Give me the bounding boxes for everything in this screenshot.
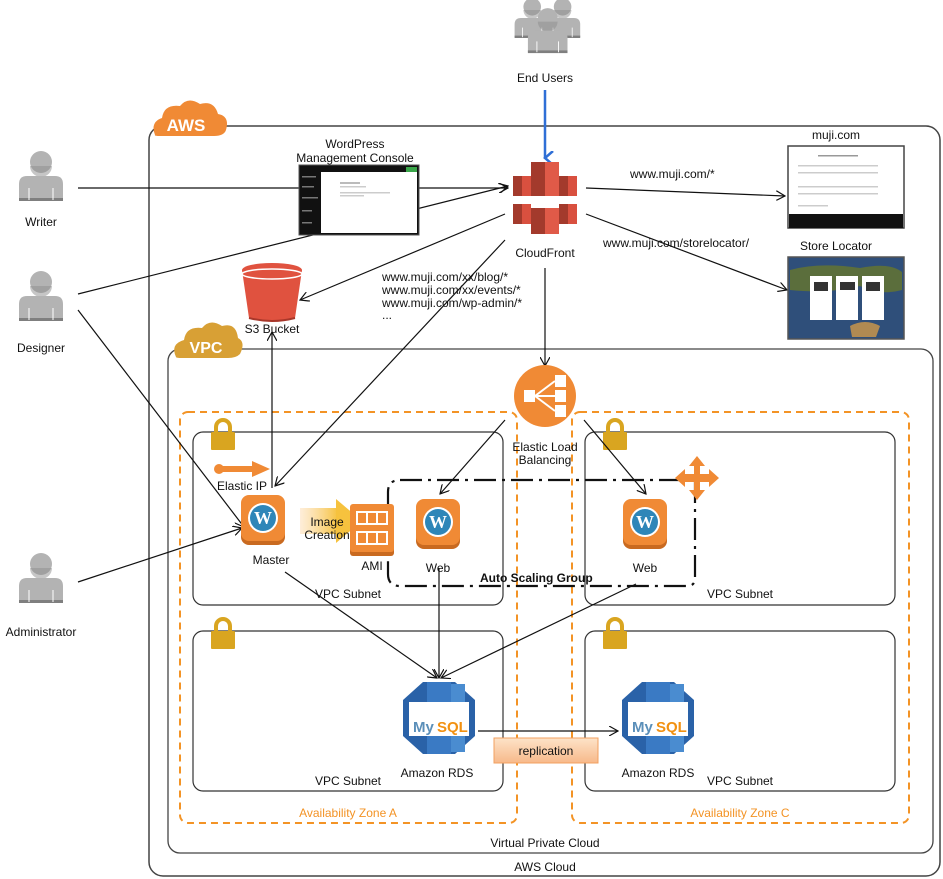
lock-icon — [601, 617, 629, 651]
route-blog: www.muji.com/xx/blog/* — [381, 270, 508, 284]
route-events: www.muji.com/xx/events/* — [381, 283, 521, 297]
wp-console-title-line1: WordPress — [325, 137, 384, 151]
subnet-a-public — [192, 431, 504, 606]
aws-badge-label: AWS — [167, 116, 206, 135]
master-to-rds-line — [284, 571, 437, 678]
subnet-c-private-label: VPC Subnet — [707, 774, 774, 788]
writer-icon — [18, 150, 64, 202]
ami-icon — [350, 504, 394, 556]
ami-label: AMI — [361, 559, 382, 573]
elb-to-web-a-line — [440, 419, 506, 494]
vpc-label: Virtual Private Cloud — [490, 836, 599, 850]
subnet-a-private — [192, 630, 504, 792]
availability-zone-c — [571, 411, 910, 824]
replication-badge — [493, 737, 599, 764]
route-ellipsis: ... — [382, 308, 392, 322]
s3-bucket-label: S3 Bucket — [245, 322, 300, 336]
administrator-icon — [18, 552, 64, 604]
image-creation-arrow — [300, 499, 362, 543]
elb-to-web-c-line — [583, 419, 646, 494]
master-label: Master — [253, 553, 290, 567]
cloudfront-to-master-line — [275, 239, 506, 486]
designer-to-cloudfront-line — [77, 186, 508, 295]
store-locator-title: Store Locator — [800, 239, 872, 253]
web-c-label: Web — [633, 561, 658, 575]
route-root: www.muji.com/* — [629, 167, 715, 181]
vpc-container — [167, 348, 934, 854]
rds-primary-icon: My SQL — [403, 682, 475, 754]
end-users-icon — [514, 0, 581, 54]
vpc-badge-label: VPC — [190, 340, 223, 357]
designer-label: Designer — [17, 341, 65, 355]
route-wpadmin: www.muji.com/wp-admin/* — [381, 296, 522, 310]
image-creation-line2: Creation — [304, 528, 349, 542]
lock-icon — [601, 418, 629, 452]
auto-scaling-icon — [675, 456, 719, 500]
lock-icon — [209, 617, 237, 651]
elb-label-line1: Elastic Load — [512, 440, 577, 454]
web-a-label: Web — [426, 561, 451, 575]
elastic-ip-label: Elastic IP — [217, 479, 267, 493]
cloudfront-to-storelocator-line — [585, 213, 787, 290]
rds-replica-icon: My SQL — [622, 682, 694, 754]
availability-zone-a — [179, 411, 518, 824]
rds-replica-label: Amazon RDS — [622, 766, 695, 780]
subnet-c-public-label: VPC Subnet — [707, 587, 774, 601]
administrator-label: Administrator — [6, 625, 77, 639]
elastic-ip-icon — [214, 461, 270, 477]
aws-badge: AWS — [153, 100, 227, 136]
cloudfront-label: CloudFront — [515, 246, 575, 260]
web-c-wordpress-icon — [623, 499, 667, 549]
muji-site-screenshot — [787, 145, 905, 229]
administrator-to-master-line — [77, 528, 242, 583]
web-a-wordpress-icon — [416, 499, 460, 549]
mysql-sql-text: SQL — [437, 719, 468, 736]
auto-scaling-group-label: Auto Scaling Group — [480, 571, 593, 585]
elb-label-line2: Balancing — [519, 453, 572, 467]
store-locator-screenshot — [787, 256, 905, 340]
subnet-a-private-label: VPC Subnet — [315, 774, 382, 788]
web-c-to-rds-line — [441, 583, 637, 678]
cloudfront-icon — [513, 162, 577, 234]
cloudfront-to-muji-line — [585, 187, 785, 196]
availability-zone-c-label: Availability Zone C — [690, 806, 789, 820]
vpc-badge: VPC — [174, 322, 243, 358]
mysql-my-text: My — [632, 719, 653, 736]
subnet-c-private — [584, 630, 896, 792]
end-users-label: End Users — [517, 71, 573, 85]
mysql-sql-text: SQL — [656, 719, 687, 736]
aws-cloud-label: AWS Cloud — [514, 860, 576, 874]
designer-to-master-line — [77, 309, 244, 527]
mysql-my-text: My — [413, 719, 434, 736]
elb-icon — [514, 365, 576, 427]
image-creation-line1: Image — [310, 515, 344, 529]
rds-primary-label: Amazon RDS — [401, 766, 474, 780]
s3-bucket-icon — [241, 263, 303, 322]
designer-icon — [18, 270, 64, 322]
wp-console-screenshot — [298, 164, 420, 236]
subnet-c-public — [584, 431, 896, 606]
writer-label: Writer — [25, 215, 57, 229]
subnet-a-public-label: VPC Subnet — [315, 587, 382, 601]
cloudfront-to-s3-line — [300, 213, 506, 300]
route-storelocator: www.muji.com/storelocator/ — [602, 236, 750, 250]
wp-console-title-line2: Management Console — [296, 151, 414, 165]
master-wordpress-icon — [241, 495, 285, 545]
lock-icon — [209, 418, 237, 452]
replication-label: replication — [519, 744, 574, 758]
muji-site-title: muji.com — [812, 128, 860, 142]
availability-zone-a-label: Availability Zone A — [299, 806, 397, 820]
